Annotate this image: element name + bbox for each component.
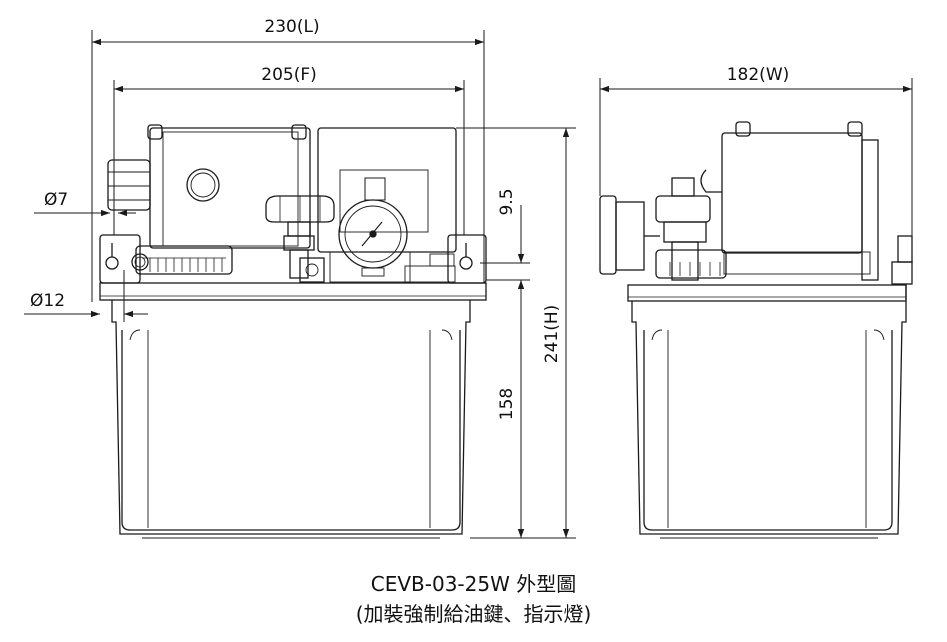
dim-height-label: 241(H): [542, 305, 562, 364]
front-motor-housing: [149, 127, 311, 249]
front-right-ear: [447, 234, 487, 284]
indicator-light-icon: [186, 168, 220, 202]
cable-gland-icon: [107, 159, 151, 211]
front-view: [99, 124, 487, 539]
front-base-plate: [99, 282, 487, 301]
side-tank: [631, 301, 907, 535]
dim-offset-label: 9.5: [497, 188, 517, 215]
dim-dia-small-label: Ø7: [44, 190, 68, 210]
forced-lube-knob-icon: [265, 195, 335, 223]
dim-width-label: 182(W): [727, 65, 790, 85]
dimension-lines: [24, 30, 913, 539]
side-view: [599, 121, 913, 539]
caption-subtitle: (加裝強制給油鍵、指示燈): [355, 602, 592, 626]
side-motor-housing: [721, 132, 863, 254]
caption-title: CEVB-03-25W 外型圖: [370, 572, 577, 596]
front-tank: [111, 300, 471, 535]
dim-front-label: 205(F): [261, 65, 317, 85]
dim-length-label: 230(L): [264, 17, 319, 37]
front-left-ear: [99, 234, 141, 284]
dim-tank-label: 158: [497, 388, 517, 420]
dim-dia-large-label: Ø12: [30, 291, 65, 311]
side-base-plate: [627, 284, 907, 302]
